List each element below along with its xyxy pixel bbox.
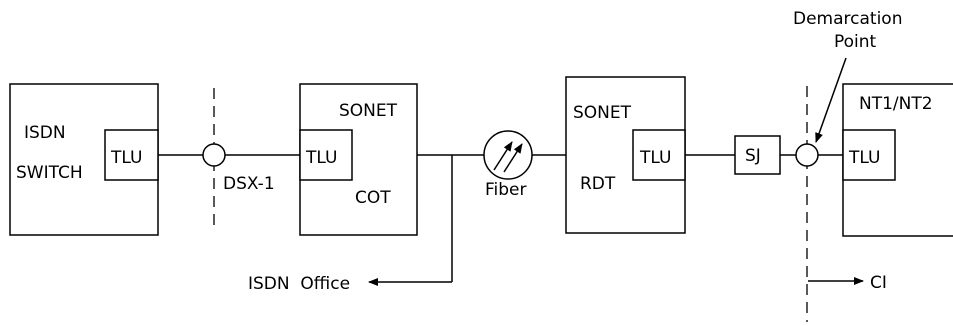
dsx-circle (202, 143, 226, 167)
demarc-circle (795, 143, 819, 167)
nt1-nt2-block: NT1/NT2 TLU (842, 83, 953, 237)
fiber-arrow-1 (493, 141, 513, 171)
fiber-symbol: Fiber (483, 130, 533, 200)
dsx-label: DSX-1 (223, 174, 275, 194)
isdn-switch-label-bottom: SWITCH (16, 163, 83, 183)
sj-label: SJ (745, 146, 761, 166)
sj-box (734, 135, 781, 175)
rdt-label-top: SONET (573, 103, 632, 123)
fiber-circle (483, 130, 533, 180)
fiber-label: Fiber (485, 180, 527, 200)
demarc-label-line1: Demarcation (793, 9, 902, 29)
nt-tlu-label: TLU (848, 148, 880, 168)
demarc-pointer (815, 57, 847, 143)
rdt-tlu-label: TLU (639, 148, 671, 168)
fiber-arrow-2 (503, 143, 523, 173)
sonet-cot-block: SONET COT TLU (299, 83, 418, 236)
switch-tlu-box (104, 129, 159, 181)
rdt-label-bottom: RDT (580, 174, 616, 194)
isdn-switch-label-top: ISDN (24, 123, 66, 143)
isdn-switch-block: ISDN SWITCH TLU (9, 83, 159, 236)
nt-tlu-box (842, 129, 896, 181)
demarc-label-line2: Point (834, 32, 877, 52)
cot-tlu-box (299, 129, 353, 181)
sonet-rdt-block: SONET RDT TLU (565, 76, 686, 234)
switch-tlu-label: TLU (110, 148, 142, 168)
ci-label: CI (870, 273, 887, 293)
cot-label-top: SONET (339, 101, 398, 121)
office-label: ISDN Office (248, 274, 350, 294)
rdt-tlu-box (632, 129, 686, 181)
cot-label-bottom: COT (355, 188, 391, 208)
nt-label: NT1/NT2 (859, 94, 933, 114)
cot-tlu-label: TLU (305, 148, 337, 168)
